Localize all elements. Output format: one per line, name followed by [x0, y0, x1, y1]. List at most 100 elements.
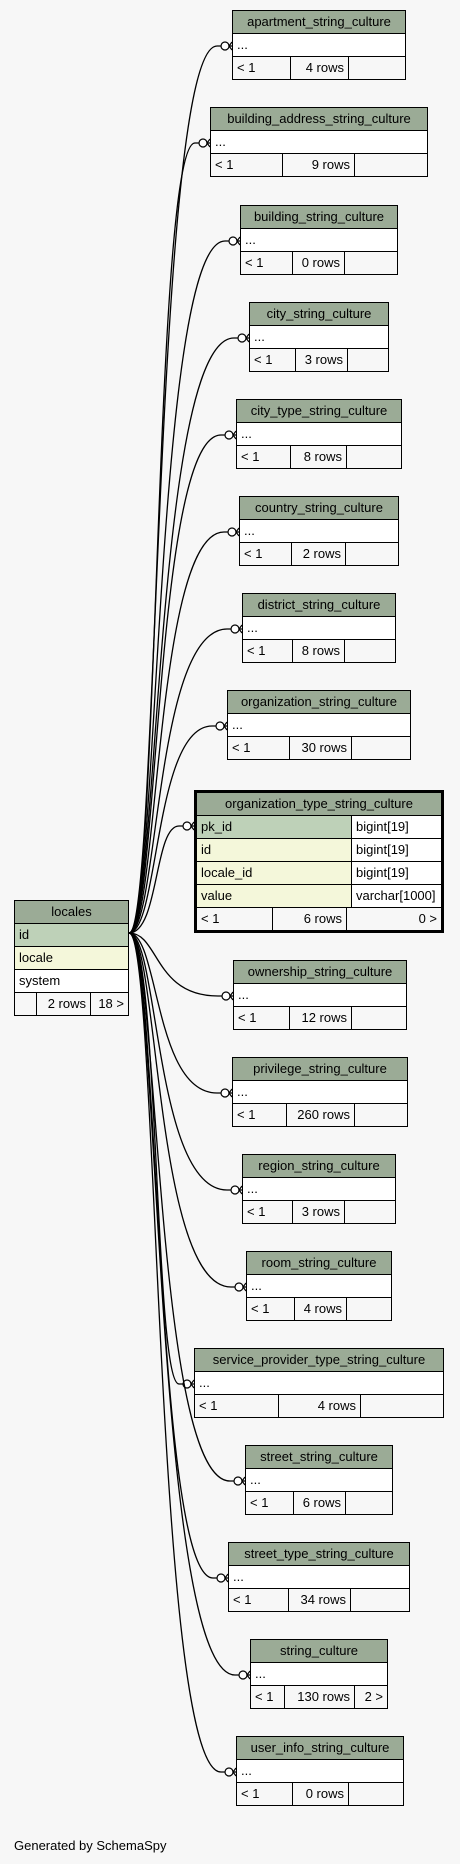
- parents-count: < 1: [228, 737, 290, 759]
- zero-cardinality-marker: [216, 1573, 226, 1583]
- table-privilege-string-culture[interactable]: privilege_string_culture ... < 1 260 row…: [232, 1057, 408, 1127]
- many-cardinality-marker: [232, 1767, 237, 1777]
- zero-cardinality-marker: [230, 624, 240, 634]
- many-cardinality-marker: [190, 821, 195, 831]
- table-building-string-culture[interactable]: building_string_culture ... < 1 0 rows: [240, 205, 398, 275]
- table-header[interactable]: string_culture: [251, 1640, 387, 1663]
- table-columns-collapsed: ...: [240, 520, 398, 543]
- table-header[interactable]: building_address_string_culture: [211, 108, 427, 131]
- children-count: [352, 1007, 406, 1029]
- row-count: 12 rows: [290, 1007, 352, 1029]
- table-header[interactable]: ownership_string_culture: [234, 961, 406, 984]
- children-count: [348, 349, 388, 371]
- generated-by-footer: Generated by SchemaSpy: [14, 1838, 167, 1853]
- table-country-string-culture[interactable]: country_string_culture ... < 1 2 rows: [239, 496, 399, 566]
- table-string-culture[interactable]: string_culture ... < 1 130 rows 2 >: [250, 1639, 388, 1709]
- relationship-edge: [128, 932, 239, 1676]
- many-cardinality-marker: [242, 1282, 247, 1292]
- table-header[interactable]: organization_type_string_culture: [197, 793, 441, 816]
- table-service-provider-type-string-culture[interactable]: service_provider_type_string_culture ...…: [194, 1348, 444, 1418]
- table-ownership-string-culture[interactable]: ownership_string_culture ... < 1 12 rows: [233, 960, 407, 1030]
- table-city-string-culture[interactable]: city_string_culture ... < 1 3 rows: [249, 302, 389, 372]
- row-count: 4 rows: [279, 1395, 361, 1417]
- table-header[interactable]: country_string_culture: [240, 497, 398, 520]
- table-street-type-string-culture[interactable]: street_type_string_culture ... < 1 34 ro…: [228, 1542, 410, 1612]
- table-header[interactable]: privilege_string_culture: [233, 1058, 407, 1081]
- column-id[interactable]: id: [15, 924, 128, 947]
- table-header[interactable]: street_string_culture: [246, 1446, 392, 1469]
- parents-count: < 1: [250, 349, 296, 371]
- table-columns-collapsed: ...: [234, 984, 406, 1007]
- table-apartment-string-culture[interactable]: apartment_string_culture ... < 1 4 rows: [232, 10, 406, 80]
- children-count: [349, 57, 405, 79]
- column-name: pk_id: [197, 816, 352, 838]
- table-region-string-culture[interactable]: region_string_culture ... < 1 3 rows: [242, 1154, 396, 1224]
- table-header[interactable]: service_provider_type_string_culture: [195, 1349, 443, 1372]
- table-street-string-culture[interactable]: street_string_culture ... < 1 6 rows: [245, 1445, 393, 1515]
- row-count: 4 rows: [291, 57, 349, 79]
- zero-cardinality-marker: [220, 1088, 230, 1098]
- table-footer: < 1 0 rows: [241, 252, 397, 274]
- many-cardinality-marker: [236, 236, 241, 246]
- children-count: [352, 737, 410, 759]
- table-columns-collapsed: ...: [243, 1178, 395, 1201]
- table-header[interactable]: building_string_culture: [241, 206, 397, 229]
- column-locale-id[interactable]: locale_id bigint[19]: [197, 862, 441, 885]
- parents-count: < 1: [233, 1104, 287, 1126]
- column-type: bigint[19]: [352, 816, 441, 838]
- table-room-string-culture[interactable]: room_string_culture ... < 1 4 rows: [246, 1251, 392, 1321]
- children-count: 2 >: [364, 1689, 383, 1704]
- zero-cardinality-marker: [182, 821, 192, 831]
- relationship-edge: [128, 825, 183, 934]
- parents-count: < 1: [211, 154, 283, 176]
- zero-cardinality-marker: [224, 430, 234, 440]
- table-footer: < 1 3 rows: [243, 1201, 395, 1223]
- table-header[interactable]: city_string_culture: [250, 303, 388, 326]
- table-district-string-culture[interactable]: district_string_culture ... < 1 8 rows: [242, 593, 396, 663]
- relationship-edge: [128, 337, 238, 934]
- table-header[interactable]: room_string_culture: [247, 1252, 391, 1275]
- column-name: locale_id: [197, 862, 352, 884]
- column-system[interactable]: system: [15, 970, 128, 993]
- table-footer: < 1 0 rows: [237, 1783, 403, 1805]
- table-columns-collapsed: ...: [211, 131, 427, 154]
- children-count: 18 >: [98, 996, 124, 1011]
- table-header[interactable]: apartment_string_culture: [233, 11, 405, 34]
- table-header[interactable]: street_type_string_culture: [229, 1543, 409, 1566]
- row-count: 3 rows: [293, 1201, 345, 1223]
- table-header[interactable]: district_string_culture: [243, 594, 395, 617]
- children-count: 0 >: [418, 911, 437, 926]
- column-locale[interactable]: locale: [15, 947, 128, 970]
- table-header[interactable]: organization_string_culture: [228, 691, 410, 714]
- table-footer: < 1 6 rows 0 >: [197, 908, 441, 930]
- column-value[interactable]: value varchar[1000]: [197, 885, 441, 908]
- table-locales[interactable]: locales id locale system 2 rows 18 >: [14, 900, 129, 1016]
- column-name: id: [197, 839, 352, 861]
- row-count: 4 rows: [295, 1298, 347, 1320]
- column-pk-id[interactable]: pk_id bigint[19]: [197, 816, 441, 839]
- parents-count: < 1: [195, 1395, 279, 1417]
- relationship-edge: [128, 142, 199, 934]
- children-count: [345, 1201, 395, 1223]
- zero-cardinality-marker: [233, 1476, 243, 1486]
- table-organization-type-string-culture[interactable]: organization_type_string_culture pk_id b…: [194, 790, 444, 933]
- children-count: [349, 1783, 403, 1805]
- table-footer: < 1 34 rows: [229, 1589, 409, 1611]
- table-footer: < 1 2 rows: [240, 543, 398, 565]
- children-count: [346, 543, 398, 565]
- column-id[interactable]: id bigint[19]: [197, 839, 441, 862]
- table-footer: 2 rows 18 >: [15, 993, 128, 1015]
- table-header[interactable]: locales: [15, 901, 128, 924]
- table-header[interactable]: region_string_culture: [243, 1155, 395, 1178]
- table-building-address-string-culture[interactable]: building_address_string_culture ... < 1 …: [210, 107, 428, 177]
- table-columns-collapsed: ...: [246, 1469, 392, 1492]
- table-header[interactable]: city_type_string_culture: [237, 400, 401, 423]
- table-header[interactable]: user_info_string_culture: [237, 1737, 403, 1760]
- table-user-info-string-culture[interactable]: user_info_string_culture ... < 1 0 rows: [236, 1736, 404, 1806]
- table-footer: < 1 8 rows: [243, 640, 395, 662]
- table-city-type-string-culture[interactable]: city_type_string_culture ... < 1 8 rows: [236, 399, 402, 469]
- relationship-edge: [128, 434, 225, 934]
- table-organization-string-culture[interactable]: organization_string_culture ... < 1 30 r…: [227, 690, 411, 760]
- many-cardinality-marker: [235, 527, 240, 537]
- relationship-edge: [128, 725, 216, 934]
